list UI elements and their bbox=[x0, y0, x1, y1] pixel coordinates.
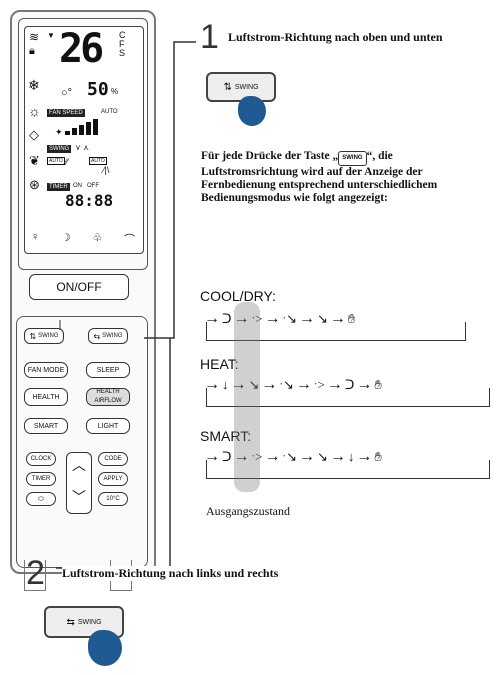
smart-sequence: →ᑐ→ˑ>→ˑ↘→↘→↓→✋︎ bbox=[204, 448, 382, 465]
temp-rocker: ︿ ﹀ bbox=[66, 452, 92, 514]
sun-icon: ☼ bbox=[28, 103, 41, 119]
arc-icon: ⌒ bbox=[123, 234, 135, 246]
plant-icon: ♧ bbox=[92, 232, 103, 244]
swing-indicator-icon: ⋎ ⋏ bbox=[75, 143, 89, 152]
cool-dry-sequence: →ᑐ→ˑ>→ˑ↘→↘→✋︎ bbox=[204, 310, 356, 327]
timer-on-label: ON bbox=[73, 183, 82, 189]
mode-heat-label: HEAT: bbox=[200, 356, 239, 372]
step2-title: Luftstrom-Richtung nach links und rechts bbox=[62, 566, 281, 581]
step1-description: Für jede Drücke der Taste „SWING“, die L… bbox=[201, 150, 438, 204]
clock-button[interactable]: CLOCK bbox=[26, 452, 56, 466]
swing-vertical-icon: ⇅ bbox=[29, 331, 37, 341]
fan-mode-button[interactable]: FAN MODE bbox=[24, 362, 68, 378]
oval-button[interactable]: ⬭ bbox=[26, 492, 56, 506]
health-airflow-button[interactable]: HEALTH AIRFLOW bbox=[86, 388, 130, 406]
swing-vertical-button[interactable]: ⇅SWING bbox=[24, 328, 64, 344]
smart-bracket bbox=[206, 460, 490, 479]
mode-icon-row: ♀ ☽ ♧ ⌒ bbox=[31, 231, 135, 247]
oval-icon: ⬭ bbox=[38, 495, 44, 503]
snowflake-icon: ❄ bbox=[28, 77, 40, 93]
swing-auto-2: AUTO bbox=[89, 157, 107, 165]
swing-horizontal-button[interactable]: ⇆SWING bbox=[88, 328, 128, 344]
thermometer-icon: ▼ bbox=[47, 31, 55, 40]
temp-up-button[interactable]: ︿ bbox=[72, 457, 86, 473]
humidity-unit: % bbox=[111, 87, 119, 96]
cool-dry-bracket bbox=[206, 322, 466, 341]
timer-button[interactable]: TIMER bbox=[26, 472, 56, 486]
step1-number: 1 bbox=[200, 18, 219, 56]
smart-button[interactable]: SMART bbox=[24, 418, 68, 434]
drop-icon: ◇ bbox=[29, 127, 39, 142]
swing-label: SWING bbox=[47, 145, 72, 153]
humidity-value: 50 bbox=[87, 79, 109, 100]
fan-auto-label: AUTO bbox=[101, 109, 118, 115]
heat-sequence: →↓→↘→ˑ↘→ˑ>→ᑐ→✋︎ bbox=[204, 376, 382, 393]
heat-bracket bbox=[206, 388, 490, 407]
swing-horizontal-icon: ⇆ bbox=[93, 331, 101, 341]
on-off-button[interactable]: ON/OFF bbox=[29, 274, 129, 300]
temp-down-button[interactable]: ﹀ bbox=[72, 489, 86, 505]
wifi-icon: ≋ bbox=[29, 30, 40, 44]
fan-speed-label: FAN SPEED bbox=[47, 109, 85, 117]
fan-off-icon: ⊛ bbox=[29, 177, 40, 192]
code-button[interactable]: CODE bbox=[98, 452, 128, 466]
inline-swing-button: SWING bbox=[338, 151, 367, 166]
moon-icon: ☽ bbox=[60, 232, 71, 244]
step2-number: 2 bbox=[26, 554, 45, 592]
remote-display-frame bbox=[18, 18, 148, 270]
initial-state-highlight bbox=[234, 302, 260, 492]
remote-control: ≋ 🔒︎ ❄ ☼ ◇ ❦ ⊛ ▼ 26 C F S ○° 50 % FAN SP… bbox=[10, 10, 156, 574]
health-button[interactable]: HEALTH bbox=[24, 388, 68, 406]
leaf-icon: ❦ bbox=[29, 153, 40, 168]
timer-off-label: OFF bbox=[87, 183, 99, 189]
hand-pointer-icon bbox=[238, 96, 266, 126]
mode-smart-label: SMART: bbox=[200, 428, 252, 444]
person-icon: ♀ bbox=[31, 231, 40, 243]
remote-clip-left bbox=[24, 560, 46, 591]
step1-title: Luftstrom-Richtung nach oben und unten bbox=[228, 30, 443, 44]
ten-degree-button[interactable]: 10°C bbox=[98, 492, 128, 506]
initial-state-label: Ausgangszustand bbox=[206, 504, 290, 518]
horizontal-swing-icon: ⁄|\ bbox=[103, 165, 110, 175]
mode-cool-dry-label: COOL/DRY: bbox=[200, 288, 276, 304]
lock-icon: 🔒︎ bbox=[29, 45, 35, 57]
apply-button[interactable]: APPLY bbox=[98, 472, 128, 486]
step1-swing-button[interactable]: ⇅SWING bbox=[206, 72, 276, 102]
swing-auto-1: AUTO bbox=[47, 157, 65, 165]
clock-display: 88:88 bbox=[65, 191, 114, 210]
sleep-button[interactable]: SLEEP bbox=[86, 362, 130, 378]
light-button[interactable]: LIGHT bbox=[86, 418, 130, 434]
hand-pointer-icon bbox=[88, 630, 122, 666]
fan-speed-bars: ✦ bbox=[55, 119, 115, 137]
humidity-icon: ○° bbox=[61, 87, 73, 99]
timer-label: TIMER bbox=[47, 183, 70, 191]
swing-vertical-icon: ⇅ bbox=[223, 81, 232, 93]
vertical-swing-icon: ⁄⁄ bbox=[65, 157, 69, 167]
swing-horizontal-icon: ⇆ bbox=[66, 616, 75, 628]
temperature-display: 26 bbox=[59, 26, 104, 72]
temperature-units: C F S bbox=[119, 30, 126, 58]
lcd-screen: ≋ 🔒︎ ❄ ☼ ◇ ❦ ⊛ ▼ 26 C F S ○° 50 % FAN SP… bbox=[24, 26, 144, 254]
